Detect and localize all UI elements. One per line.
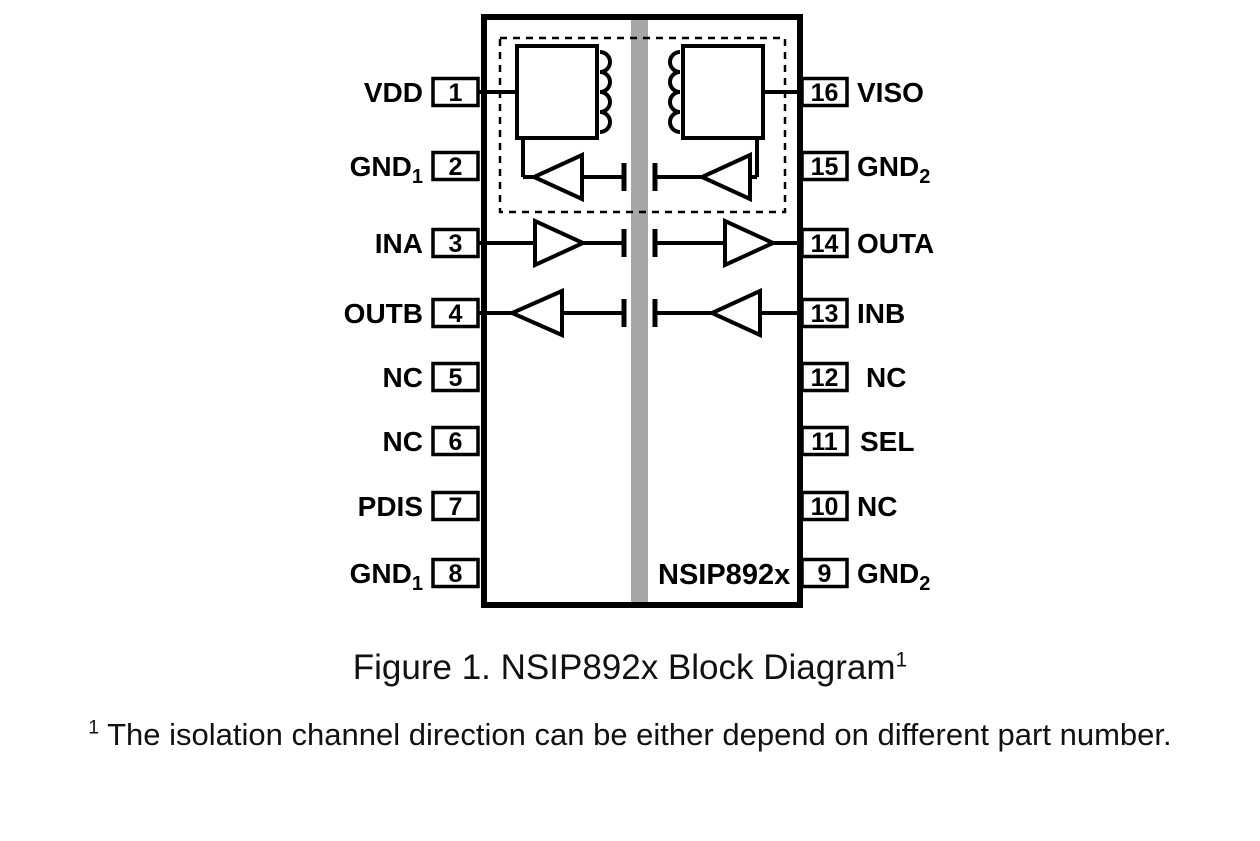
pin-right-12: 12 NC (800, 361, 906, 393)
pin-left-3: 3 INA (375, 227, 480, 259)
pin-number: 5 (449, 364, 463, 392)
pin-left-5: 5 NC (383, 361, 480, 393)
block-diagram: NSIP892x 1 VDD 2 GND1 3 INA 4 OUTB 5 NC (344, 14, 934, 608)
figure-caption: Figure 1. NSIP892x Block Diagram1 (0, 648, 1260, 688)
pin-box (800, 490, 849, 522)
chip-label: NSIP892x (658, 559, 790, 591)
pin-number: 1 (449, 79, 463, 107)
caption-footnote-marker: 1 (895, 648, 908, 672)
pin-label: VISO (857, 77, 924, 108)
pin-number: 2 (449, 153, 463, 181)
pin-box (800, 227, 849, 259)
transformer-coil-left (599, 50, 612, 134)
pin-left-4: 4 OUTB (344, 297, 480, 329)
pin-right-15: 15 GND2 (800, 150, 930, 188)
pin-label: GND1 (350, 558, 423, 595)
pin-left-7: 7 PDIS (358, 490, 480, 522)
channel-b-tx-buffer-icon (707, 287, 762, 339)
transformer-coil-right (668, 50, 681, 134)
pin-label: SEL (860, 426, 914, 457)
pin-label: NC (383, 426, 423, 457)
pin-box (431, 150, 480, 182)
pin-box (800, 150, 849, 182)
pin-number: 12 (811, 364, 839, 392)
pin-label: OUTB (344, 298, 423, 329)
footnote: 1 The isolation channel direction can be… (50, 714, 1210, 757)
pin-label: INA (375, 228, 423, 259)
pin-label: GND2 (857, 151, 930, 188)
pin-number: 13 (811, 300, 839, 328)
pin-box (431, 361, 480, 393)
pin-right-10: 10 NC (800, 490, 897, 522)
pin-number: 15 (811, 153, 839, 181)
pin-box (431, 297, 480, 329)
pin-box (800, 425, 849, 457)
pin-right-9: 9 GND2 (800, 557, 930, 595)
transformer-secondary-block (681, 44, 765, 140)
pin-right-14: 14 OUTA (800, 227, 934, 259)
pin-box (431, 76, 480, 108)
pin-number: 8 (449, 560, 463, 588)
pin-right-13: 13 INB (800, 297, 905, 329)
pin-right-11: 11 SEL (800, 425, 914, 457)
pin-label: PDIS (358, 491, 423, 522)
pin-number: 3 (449, 230, 463, 258)
pin-box (800, 557, 849, 589)
pin-number: 14 (811, 230, 839, 258)
pin-box (431, 490, 480, 522)
pin-label: GND2 (857, 558, 930, 595)
pin-box (431, 425, 480, 457)
pin-left-6: 6 NC (383, 425, 480, 457)
pin-label: NC (383, 362, 423, 393)
power-buffer-left-icon (529, 151, 584, 203)
footnote-text: The isolation channel direction can be e… (107, 717, 1172, 752)
pin-right-16: 16 VISO (800, 76, 924, 108)
pin-left-2: 2 GND1 (350, 150, 480, 188)
pin-box (800, 297, 849, 329)
pin-left-8: 8 GND1 (350, 557, 480, 595)
pin-number: 6 (449, 428, 463, 456)
power-buffer-right-icon (697, 151, 752, 203)
pin-number: 9 (818, 560, 832, 588)
pin-box (800, 361, 849, 393)
isolation-barrier (631, 20, 648, 602)
pin-number: 4 (449, 300, 463, 328)
pin-label: INB (857, 298, 905, 329)
isolation-capacitors (621, 163, 658, 327)
channel-a-tx-buffer-icon (533, 217, 588, 269)
pin-label: GND1 (350, 151, 423, 188)
pin-left-1: 1 VDD (364, 76, 480, 108)
pin-number: 7 (449, 493, 463, 521)
pin-label: OUTA (857, 228, 934, 259)
pin-label: VDD (364, 77, 423, 108)
channel-a-rx-buffer-icon (723, 217, 778, 269)
pin-label: NC (866, 362, 906, 393)
channel-b-rx-buffer-icon (507, 287, 564, 339)
pin-label: NC (857, 491, 897, 522)
transformer-primary-block (515, 44, 599, 140)
power-isolation-dashed-box (498, 36, 787, 214)
footnote-marker: 1 (88, 717, 100, 739)
pin-box (800, 76, 849, 108)
caption-text: Figure 1. NSIP892x Block Diagram (352, 648, 896, 687)
wires (478, 90, 802, 315)
pin-number: 10 (811, 493, 839, 521)
pin-number: 11 (811, 428, 838, 456)
pin-box (431, 557, 480, 589)
pin-box (431, 227, 480, 259)
pin-number: 16 (811, 79, 839, 107)
